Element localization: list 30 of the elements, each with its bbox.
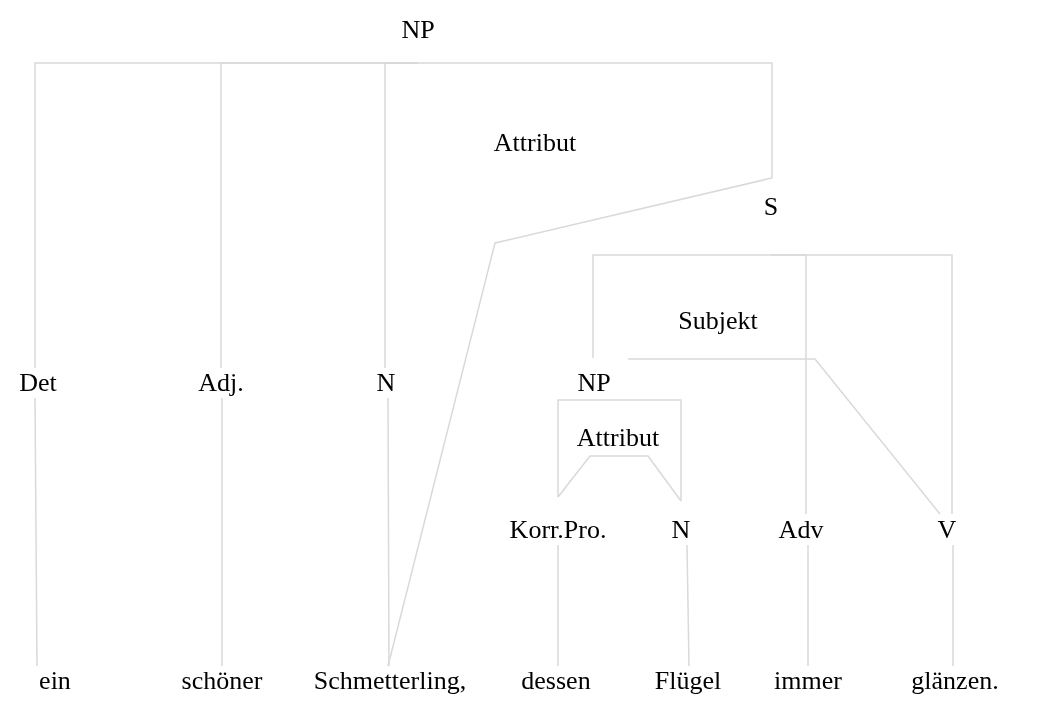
category-label: N [371, 368, 401, 398]
tree-branch-line [627, 358, 941, 515]
relation-label: Attribut [480, 128, 590, 158]
word-label: immer [768, 666, 848, 696]
phrase-label: NP [560, 358, 628, 398]
relation-label: Subjekt [660, 306, 776, 336]
category-label: Korr.Pro. [500, 497, 616, 545]
tree-branch-line [387, 397, 390, 667]
word-label: glänzen. [900, 666, 1010, 696]
category-label: Adv [775, 514, 827, 545]
relation-label: Attribut [563, 423, 673, 456]
tree-branch-line [770, 254, 953, 515]
category-label: Adj. [190, 368, 252, 398]
phrase-label: NP [388, 15, 448, 63]
category-label: V [932, 514, 962, 545]
tree-branch-line [557, 399, 682, 502]
tree-branch-line [34, 397, 38, 667]
tree-branch-line [618, 455, 682, 502]
word-label: ein [25, 666, 85, 696]
category-label: Det [10, 368, 66, 398]
tree-branch-line [557, 455, 620, 498]
tree-branch-line [387, 62, 773, 667]
tree-branch-line [686, 544, 690, 667]
phrase-label: S [755, 192, 787, 255]
word-label: schöner [172, 666, 272, 696]
word-label: Schmetterling, [305, 666, 475, 696]
word-label: Flügel [643, 666, 733, 696]
tree-branch-line [592, 254, 772, 359]
category-label: N [665, 501, 697, 545]
word-label: dessen [511, 666, 601, 696]
